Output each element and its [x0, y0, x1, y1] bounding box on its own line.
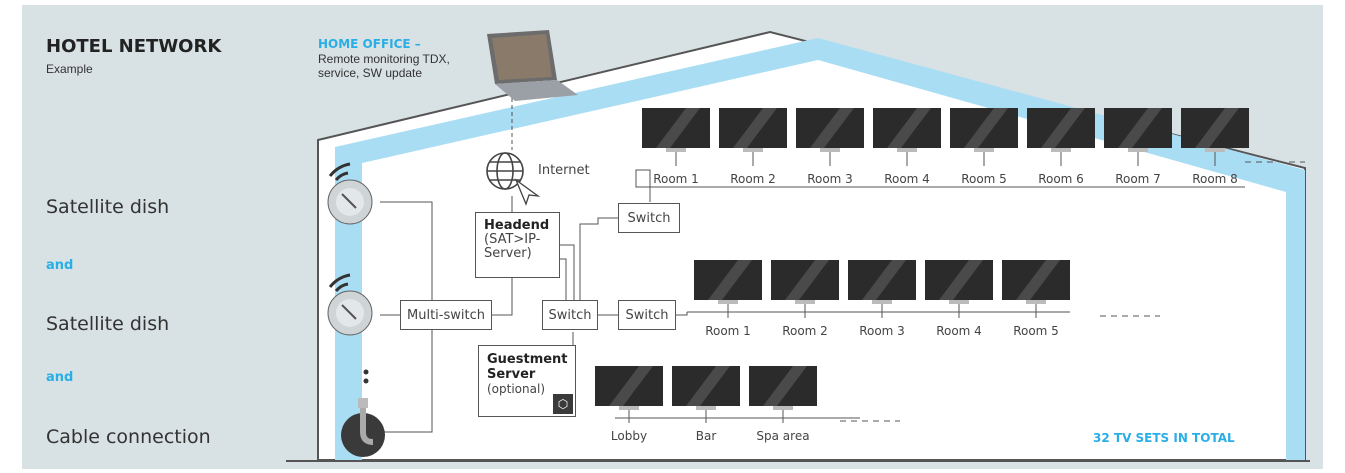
room-label: Room 4 — [936, 324, 982, 338]
guestment-note: (optional) — [487, 382, 545, 396]
source-label: Satellite dish — [46, 313, 170, 335]
room-label: Room 3 — [807, 172, 853, 186]
tv-icon — [1181, 108, 1249, 166]
room-label: Lobby — [610, 429, 648, 443]
tv-icon — [771, 260, 839, 318]
guestment-logo-icon: ⬡ — [553, 394, 573, 414]
tv-icon — [848, 260, 916, 318]
satellite-dish-icon — [327, 179, 373, 225]
room-label: Room 1 — [653, 172, 699, 186]
home-office-title: HOME OFFICE – — [318, 37, 421, 51]
tv-icon — [719, 108, 787, 166]
headend-box: Headend (SAT>IP- Server) — [475, 212, 560, 278]
tv-icon — [642, 108, 710, 166]
room-label: Room 8 — [1192, 172, 1238, 186]
tv-icon — [873, 108, 941, 166]
switch-box: Switch — [618, 300, 676, 330]
room-label: Bar — [695, 429, 717, 443]
home-office-line: service, SW update — [318, 66, 423, 80]
room-label: Room 4 — [884, 172, 930, 186]
tv-icon — [1002, 260, 1070, 318]
room-label: Room 5 — [961, 172, 1007, 186]
guestment-title-line: Guestment — [487, 352, 568, 367]
headend-line: Server) — [484, 246, 532, 261]
switch-box: Switch — [618, 203, 680, 233]
cable-plug-icon — [341, 398, 385, 457]
dots — [363, 369, 369, 384]
home-office-line: Remote monitoring TDX, — [318, 52, 450, 66]
tv-icon — [672, 366, 740, 423]
guestment-title-line: Server — [487, 367, 536, 382]
room-label: Room 2 — [782, 324, 828, 338]
cursor-icon — [514, 178, 541, 206]
internet-label: Internet — [538, 163, 590, 178]
and-connector: and — [46, 370, 74, 385]
room-label: Room 1 — [705, 324, 751, 338]
tv-icon — [1027, 108, 1095, 166]
tv-total-label: 32 TV SETS IN TOTAL — [1093, 431, 1235, 445]
room-label: Spa area — [756, 429, 810, 443]
tv-icon — [950, 108, 1018, 166]
multiswitch-box: Multi-switch — [400, 300, 492, 330]
room-label: Room 6 — [1038, 172, 1084, 186]
room-label: Room 3 — [859, 324, 905, 338]
source-label: Satellite dish — [46, 196, 170, 218]
tv-icon — [595, 366, 663, 423]
globe-icon — [486, 152, 524, 190]
headend-line: (SAT>IP- — [484, 232, 541, 247]
wifi-signal-icon — [328, 162, 351, 292]
guestment-server-box: Guestment Server (optional) ⬡ — [478, 345, 576, 417]
tv-sets — [595, 108, 1249, 423]
satellite-dish-icon — [327, 290, 373, 336]
room-label: Room 5 — [1013, 324, 1059, 338]
tv-icon — [749, 366, 817, 423]
tv-icon — [925, 260, 993, 318]
tv-icon — [1104, 108, 1172, 166]
and-connector: and — [46, 258, 74, 273]
headend-title: Headend — [484, 218, 550, 233]
page-title: HOTEL NETWORK — [46, 36, 222, 57]
source-label: Cable connection — [46, 426, 211, 448]
switch-box: Switch — [542, 300, 598, 330]
room-label: Room 2 — [730, 172, 776, 186]
room-label: Room 7 — [1115, 172, 1161, 186]
page-subtitle: Example — [46, 62, 93, 76]
tv-icon — [694, 260, 762, 318]
tv-icon — [796, 108, 864, 166]
laptop-icon — [487, 30, 578, 101]
